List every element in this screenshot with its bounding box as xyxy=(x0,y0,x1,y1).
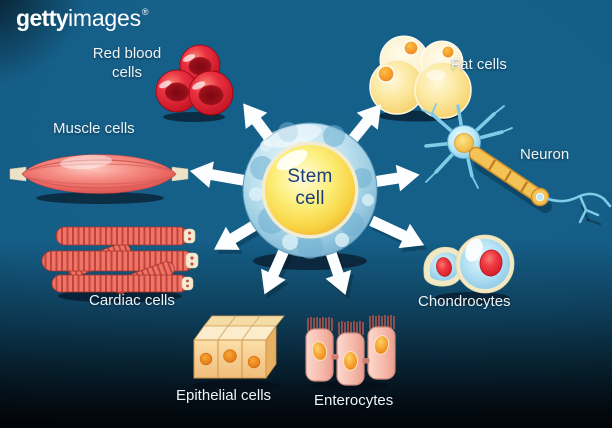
gettyimages-logo: gettyimages® xyxy=(16,7,149,30)
label-muscle-cells: Muscle cells xyxy=(53,120,135,137)
logo-getty-text: getty xyxy=(16,5,69,31)
stem-cell-label-line2: cell xyxy=(295,188,325,210)
enterocytes-icon xyxy=(305,315,396,391)
label-red-blood-cells: Red blood cells xyxy=(92,45,162,81)
label-enterocytes: Enterocytes xyxy=(314,392,394,409)
chondrocytes-icon xyxy=(423,234,515,304)
neuron-icon xyxy=(421,103,612,226)
muscle-cells-icon xyxy=(9,154,189,204)
red-blood-cells-icon xyxy=(155,44,234,122)
label-cardiac-cells: Cardiac cells xyxy=(89,292,175,309)
label-chondrocytes: Chondrocytes xyxy=(418,293,511,310)
logo-images-text: images xyxy=(67,5,141,31)
stem-cell-icon xyxy=(242,122,378,259)
label-fat-cells: Fat cells xyxy=(451,56,507,73)
label-neuron: Neuron xyxy=(520,146,570,163)
stem-cell-label-line1: Stem xyxy=(287,166,333,187)
fat-cells-icon xyxy=(369,35,472,122)
stem-cell-label: Stem cell xyxy=(230,166,390,211)
label-epithelial-cells: Epithelial cells xyxy=(176,387,272,404)
cardiac-cells-icon xyxy=(41,226,199,303)
epithelial-cells-icon xyxy=(191,315,285,392)
registered-mark-icon: ® xyxy=(141,7,149,17)
